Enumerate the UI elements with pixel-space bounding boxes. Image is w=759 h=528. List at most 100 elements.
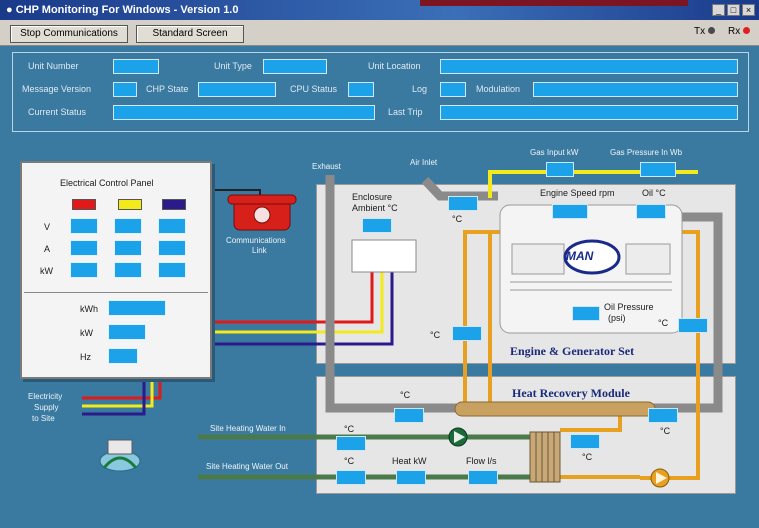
flow-temp-value — [678, 318, 708, 333]
last-trip-label: Last Trip — [388, 107, 423, 117]
oil-pressure-value — [572, 306, 600, 321]
heat-kw-value — [396, 470, 426, 485]
app-icon: ● — [6, 4, 13, 16]
hx-temp-value — [570, 434, 600, 449]
unit-info-panel — [12, 52, 749, 132]
cpu-status-field — [348, 82, 374, 97]
flow-rate-label: Flow l/s — [466, 456, 497, 466]
unit-type-field — [263, 59, 327, 74]
heat-recovery-title: Heat Recovery Module — [512, 386, 630, 400]
phase-l3-color — [162, 199, 186, 210]
standard-screen-button[interactable]: Standard Screen — [136, 25, 244, 43]
exhaust-label: Exhaust — [312, 162, 341, 171]
unit-location-label: Unit Location — [368, 61, 421, 71]
oil-temp-label: Oil °C — [642, 188, 666, 198]
enclosure-label-2: Ambient °C — [352, 203, 398, 213]
site-in-temp-value — [336, 436, 366, 451]
message-version-field — [113, 82, 137, 97]
enclosure-temp-value — [362, 218, 392, 233]
voltage-l2-value — [114, 218, 142, 234]
power-row-label: kW — [40, 266, 53, 276]
oil-temp-value — [636, 204, 666, 219]
kw-total-value — [108, 324, 146, 340]
current-status-label: Current Status — [28, 107, 87, 117]
site-out-temp-value — [336, 470, 366, 485]
stop-communications-button[interactable]: Stop Communications — [10, 25, 128, 43]
generator-icon — [351, 239, 417, 273]
telephone-icon — [227, 194, 297, 231]
exhaust-temp-value — [394, 408, 424, 423]
current-l3-value — [158, 240, 186, 256]
rx-indicator: Rx — [728, 26, 751, 37]
current-row-label: A — [44, 244, 51, 254]
kwh-label: kWh — [80, 304, 98, 314]
gas-pressure-value — [640, 162, 676, 177]
air-inlet-unit: °C — [452, 214, 463, 224]
jacket-water-loop — [650, 212, 723, 413]
chp-state-label: CHP State — [146, 84, 189, 94]
engine-speed-value — [552, 204, 588, 219]
cpu-status-label: CPU Status — [290, 84, 338, 94]
power-l1-value — [70, 262, 98, 278]
voltage-row-label: V — [44, 222, 51, 232]
phase-l2-color — [118, 199, 142, 210]
site-water-out-label: Site Heating Water Out — [206, 462, 288, 471]
log-field — [440, 82, 466, 97]
flow-temp-unit: °C — [658, 318, 669, 328]
engine-speed-label: Engine Speed rpm — [540, 188, 615, 198]
voltage-l3-value — [158, 218, 186, 234]
return-temp-unit: °C — [430, 330, 441, 340]
gas-input-label: Gas Input kW — [530, 148, 579, 157]
heat-exchanger — [454, 401, 656, 417]
minimize-button[interactable]: _ — [712, 4, 725, 16]
supply-label-3: to Site — [32, 414, 55, 423]
current-l1-value — [70, 240, 98, 256]
hx-temp-unit: °C — [582, 452, 593, 462]
site-water-in-label: Site Heating Water In — [210, 424, 286, 433]
log-label: Log — [412, 84, 428, 94]
kw-total-label: kW — [80, 328, 93, 338]
hz-value — [108, 348, 138, 364]
oil-pressure-label-2: (psi) — [608, 313, 626, 323]
unit-number-label: Unit Number — [28, 61, 79, 71]
return-temp-value — [452, 326, 482, 341]
hz-label: Hz — [80, 352, 91, 362]
window-title: CHP Monitoring For Windows - Version 1.0 — [15, 4, 239, 16]
unit-location-field — [440, 59, 738, 74]
rx-led-icon — [743, 27, 751, 34]
exhaust-temp-unit: °C — [400, 390, 411, 400]
air-inlet-pipe — [421, 176, 498, 201]
engine-generator-title: Engine & Generator Set — [510, 344, 635, 358]
power-l3-value — [158, 262, 186, 278]
tx-indicator: Tx — [694, 26, 716, 37]
man-logo: MAN — [566, 249, 594, 263]
air-inlet-label: Air Inlet — [410, 158, 438, 167]
oil-pressure-label: Oil Pressure — [604, 302, 654, 312]
modulation-label: Modulation — [476, 84, 521, 94]
heat-kw-label: Heat kW — [392, 456, 427, 466]
plate-heat-exchanger — [529, 431, 561, 483]
supply-label-2: Supply — [34, 403, 59, 412]
close-button[interactable]: × — [742, 4, 755, 16]
gas-pressure-label: Gas Pressure In Wb — [610, 148, 683, 157]
tx-led-icon — [708, 27, 716, 34]
engine-block-icon — [499, 204, 683, 334]
message-version-label: Message Version — [22, 84, 92, 94]
maximize-button[interactable]: □ — [727, 4, 740, 16]
air-inlet-temp-value — [448, 196, 478, 211]
panel-divider — [24, 292, 208, 293]
phase-l1-color — [72, 199, 96, 210]
enclosure-label: Enclosure — [352, 192, 393, 202]
flow-rate-value — [468, 470, 498, 485]
unit-number-field — [113, 59, 159, 74]
site-in-temp-unit: °C — [344, 424, 355, 434]
comms-link-label-2: Link — [252, 246, 267, 255]
electrical-panel-title: Electrical Control Panel — [60, 178, 154, 188]
gas-line — [488, 170, 698, 198]
voltage-l1-value — [70, 218, 98, 234]
current-l2-value — [114, 240, 142, 256]
site-supply-cables — [82, 379, 162, 416]
last-trip-field — [440, 105, 738, 120]
background-window-strip — [420, 0, 688, 6]
